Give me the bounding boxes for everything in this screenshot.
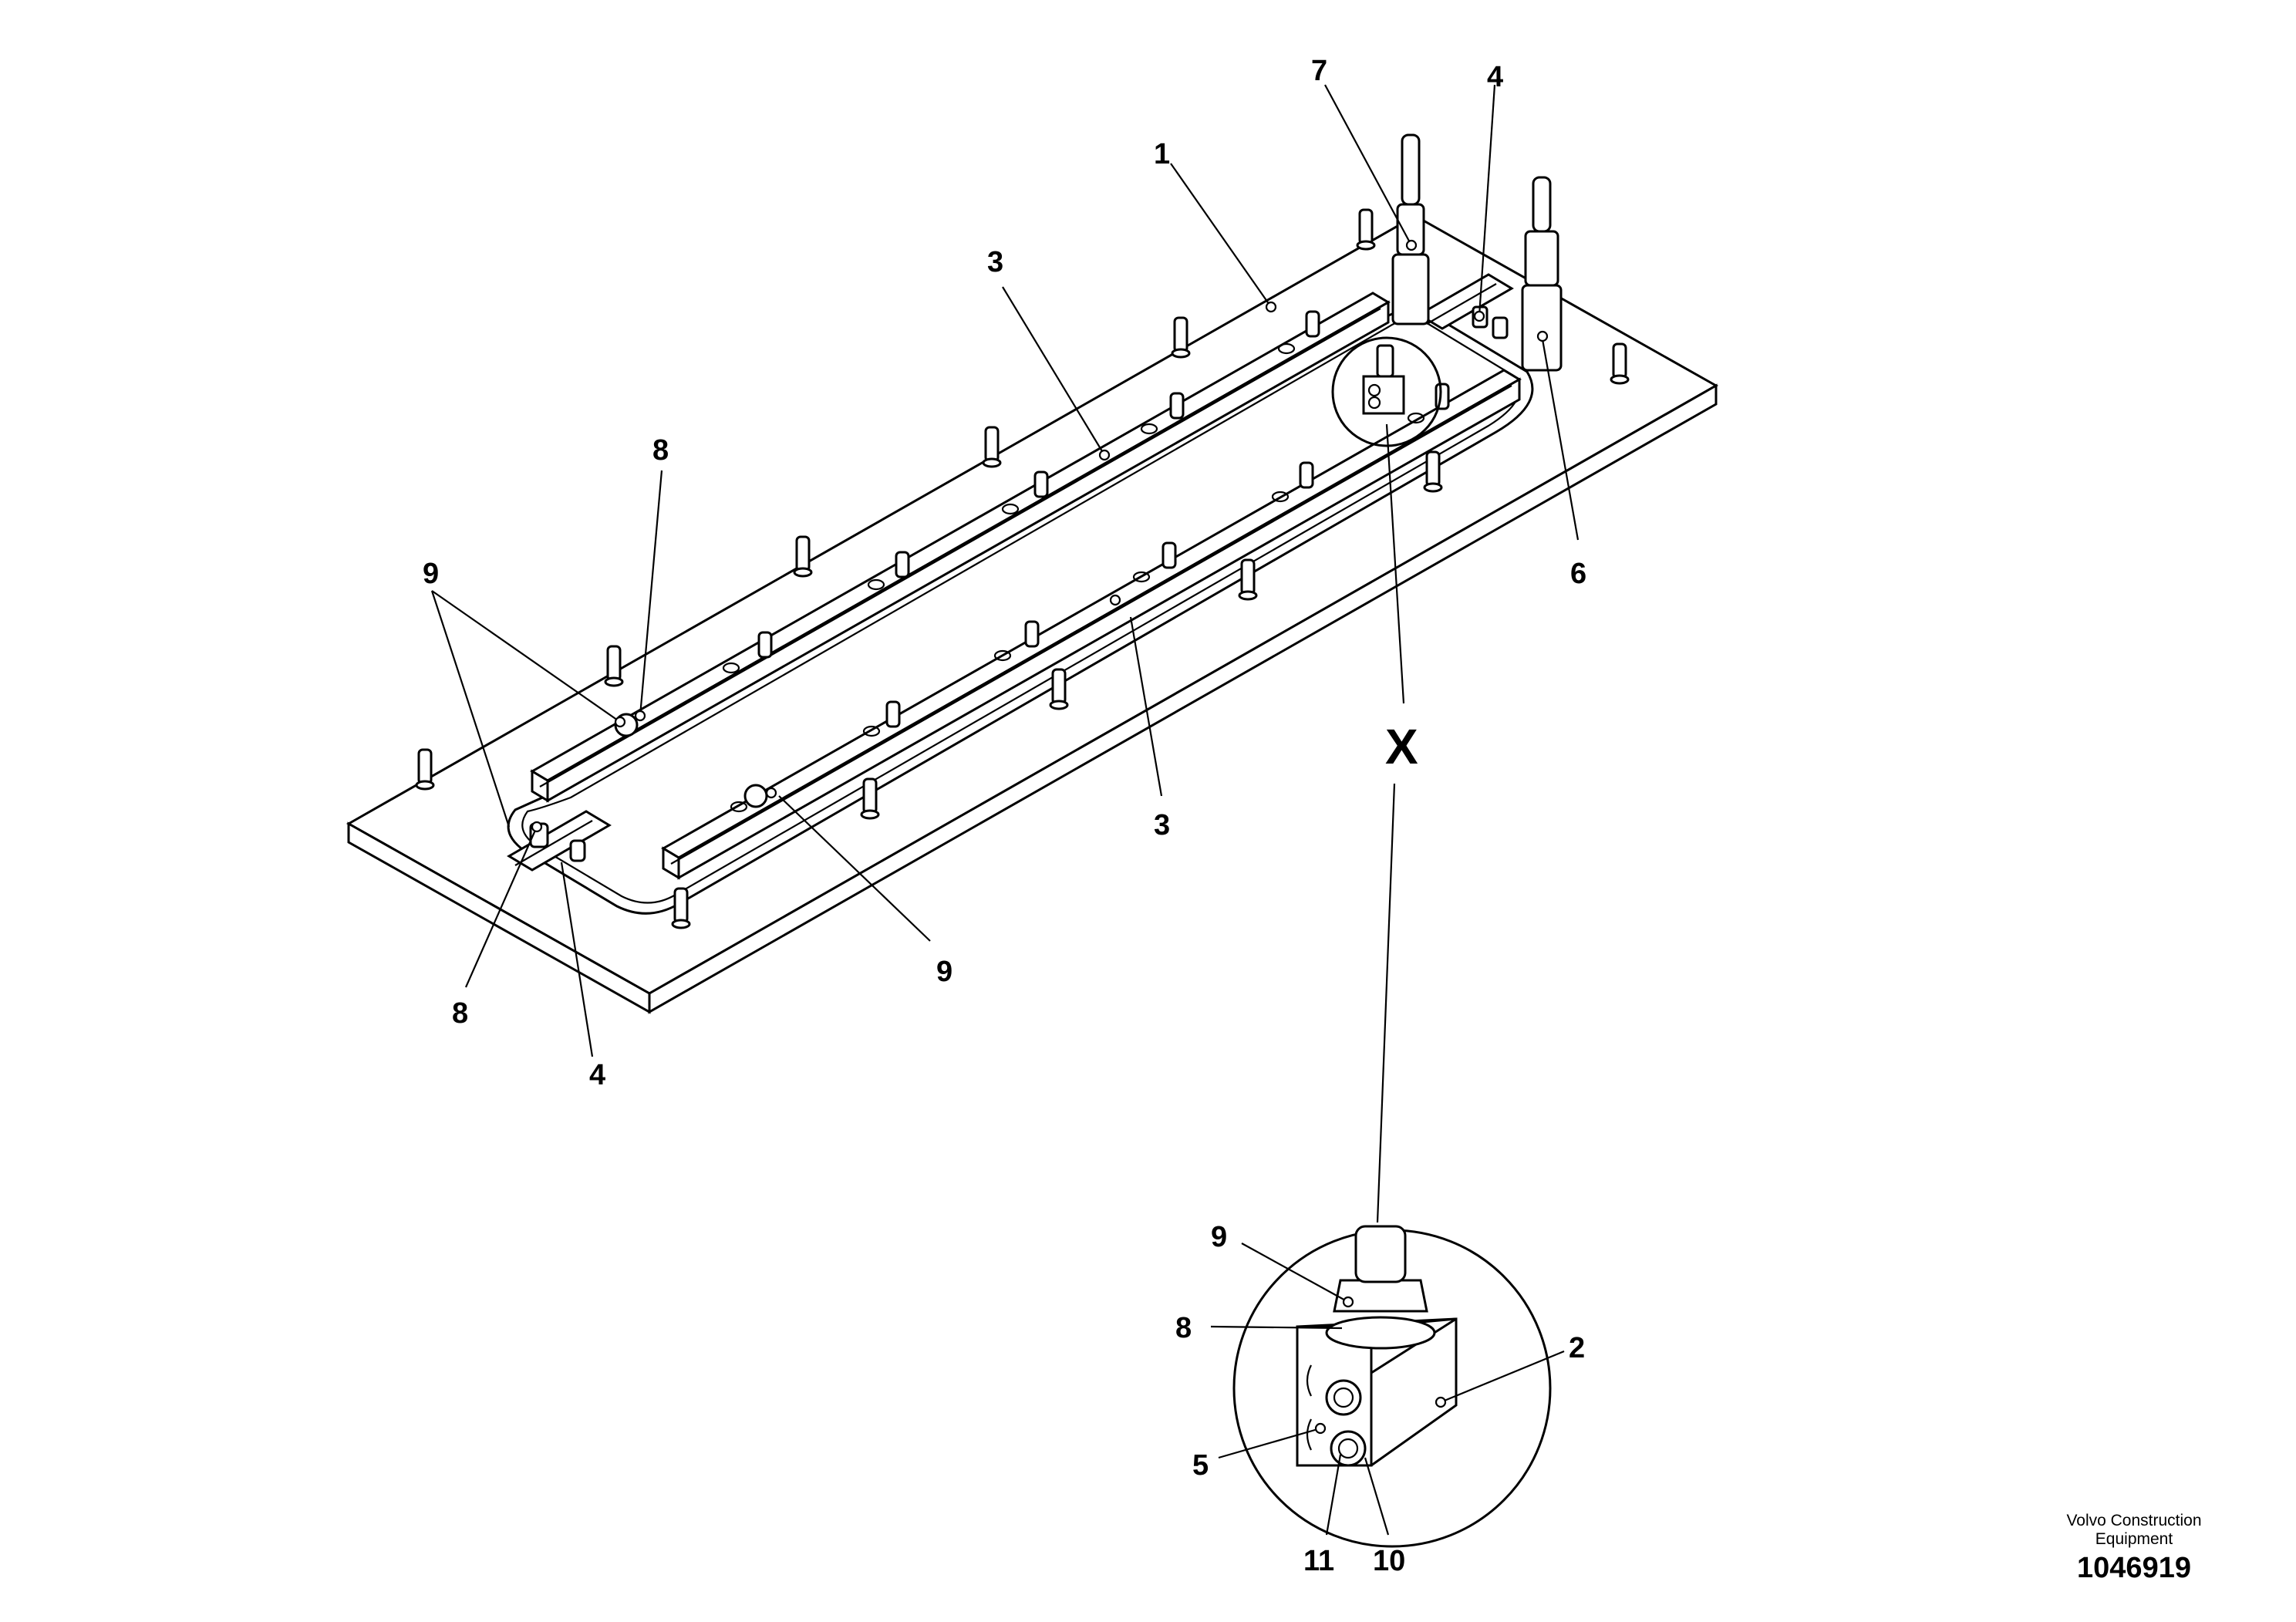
callout-8-lower: 8 (452, 997, 468, 1030)
leader-lines (430, 84, 1580, 1536)
detail-circle-small (1331, 336, 1442, 447)
pin-7 (1391, 133, 1430, 325)
callout-4-right: 4 (1487, 61, 1503, 93)
pin-6 (1521, 176, 1563, 372)
callout-9-detail: 9 (1211, 1221, 1227, 1253)
callout-3-upper: 3 (987, 246, 1003, 278)
callout-10: 10 (1373, 1545, 1405, 1577)
document-number: 1046919 (2077, 1552, 2191, 1584)
callout-11: 11 (1303, 1545, 1334, 1577)
detail-circle-large (1232, 1225, 1552, 1548)
callout-8-upper: 8 (652, 434, 669, 467)
callout-detail-x: X (1385, 719, 1418, 774)
studs (415, 208, 1630, 929)
callout-9-mid: 9 (936, 956, 952, 988)
company-name-line2: Equipment (2095, 1530, 2173, 1548)
callout-5: 5 (1192, 1449, 1209, 1482)
document-footer: Volvo Construction Equipment 1046919 (2018, 1512, 2250, 1585)
channel-lower (661, 369, 1522, 880)
callout-9-left: 9 (423, 558, 439, 590)
callout-7: 7 (1311, 55, 1327, 87)
company-name-line1: Volvo Construction (2066, 1512, 2202, 1529)
callouts: 1 3 3 8 9 9 8 4 7 4 6 X 9 8 2 5 11 10 (423, 55, 1586, 1577)
callout-3-lower: 3 (1154, 809, 1170, 841)
callout-1: 1 (1154, 138, 1170, 170)
callout-8-detail: 8 (1175, 1312, 1192, 1344)
channel-holes (722, 342, 1425, 813)
callout-4-left: 4 (589, 1059, 605, 1091)
callout-6: 6 (1570, 558, 1586, 590)
callout-2: 2 (1569, 1332, 1585, 1364)
leader-dots (531, 239, 1549, 1435)
